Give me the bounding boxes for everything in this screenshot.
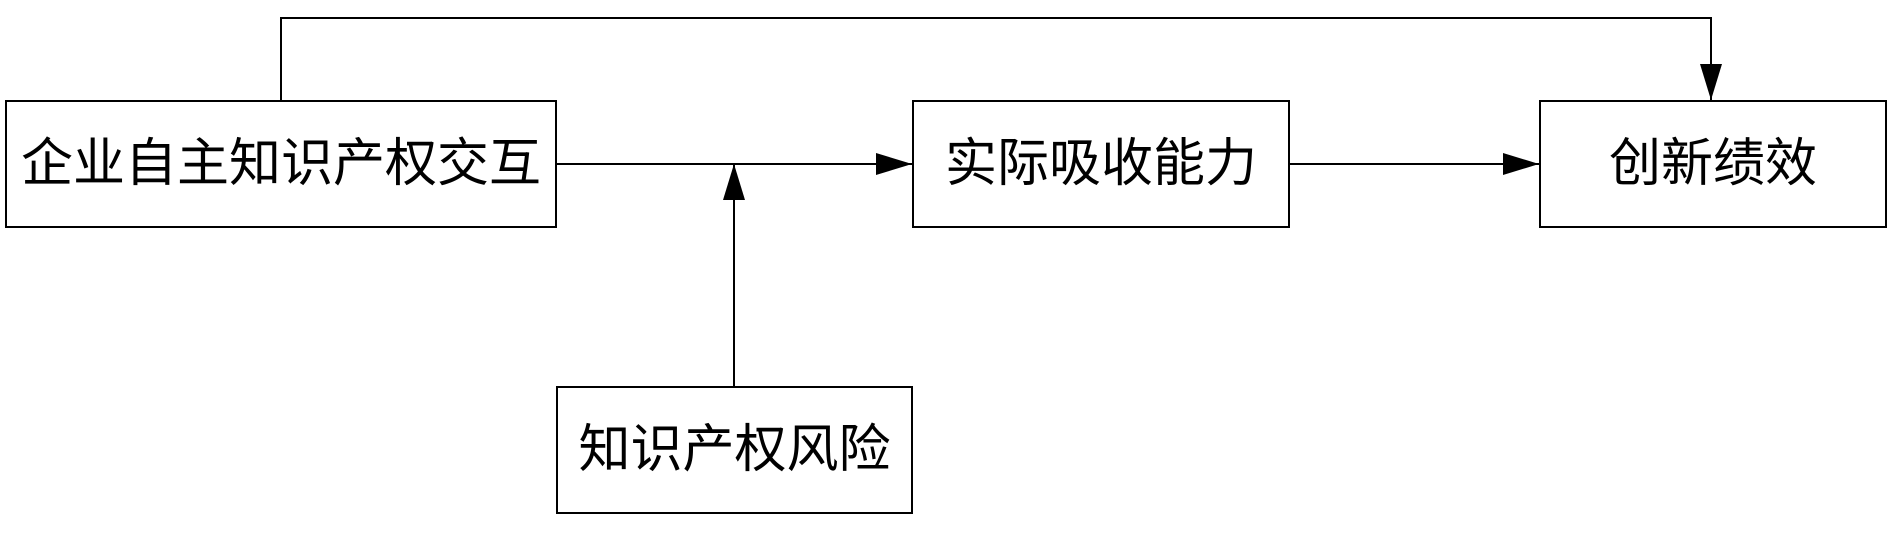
node-ip-risk: 知识产权风险 <box>556 386 913 514</box>
node-ip-interaction: 企业自主知识产权交互 <box>5 100 557 228</box>
node-innovation-performance-label: 创新绩效 <box>1608 134 1817 194</box>
arrowhead-to-innovation <box>1503 153 1539 175</box>
node-innovation-performance: 创新绩效 <box>1539 100 1887 228</box>
arrowhead-moderation <box>723 164 745 200</box>
node-absorptive-capacity: 实际吸收能力 <box>912 100 1290 228</box>
arrow-ip-interaction-to-innovation <box>280 17 1712 100</box>
arrowhead-top-to-innovation <box>1700 64 1722 100</box>
node-absorptive-capacity-label: 实际吸收能力 <box>944 134 1257 194</box>
node-ip-interaction-label: 企业自主知识产权交互 <box>20 134 541 194</box>
node-ip-risk-label: 知识产权风险 <box>578 420 891 480</box>
arrowhead-to-absorptive <box>876 153 912 175</box>
